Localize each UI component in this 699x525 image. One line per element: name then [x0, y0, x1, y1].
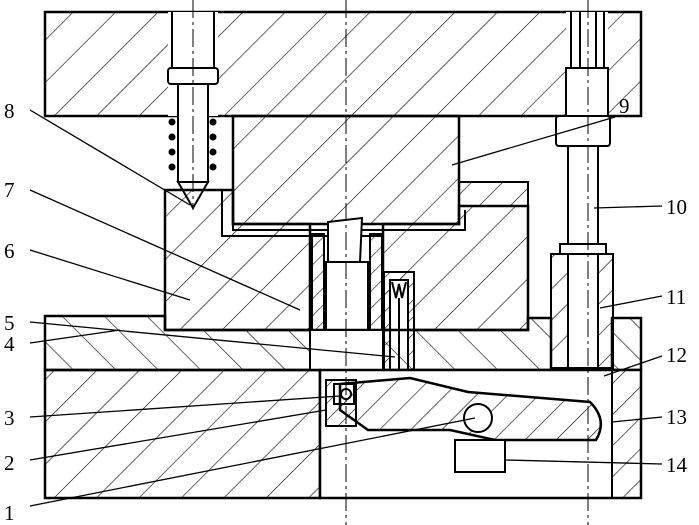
callout-7: 7 — [4, 178, 15, 202]
callout-6: 6 — [4, 239, 15, 263]
callout-10: 10 — [666, 195, 687, 219]
callout-8: 8 — [4, 99, 15, 123]
callout-2: 2 — [4, 451, 15, 475]
callout-11: 11 — [666, 285, 686, 309]
guide-bushing-11 — [550, 253, 614, 412]
callout-5: 5 — [4, 311, 15, 335]
upper-die-shoe — [43, 10, 643, 118]
callout-12: 12 — [666, 343, 687, 367]
callout-14: 14 — [666, 453, 688, 477]
callout-13: 13 — [666, 405, 687, 429]
callout-labels: 1 2 3 4 5 6 7 8 9 10 11 12 13 14 — [4, 94, 688, 525]
callout-1: 1 — [4, 501, 15, 525]
center-lines — [192, 0, 589, 525]
support-14 — [454, 439, 506, 473]
callout-4: 4 — [4, 332, 15, 356]
lever-13 — [338, 376, 603, 442]
leader-lines — [29, 109, 663, 507]
callout-3: 3 — [4, 406, 15, 430]
spring-8 — [168, 118, 217, 171]
callout-9: 9 — [619, 94, 630, 118]
guide-post — [555, 12, 611, 255]
